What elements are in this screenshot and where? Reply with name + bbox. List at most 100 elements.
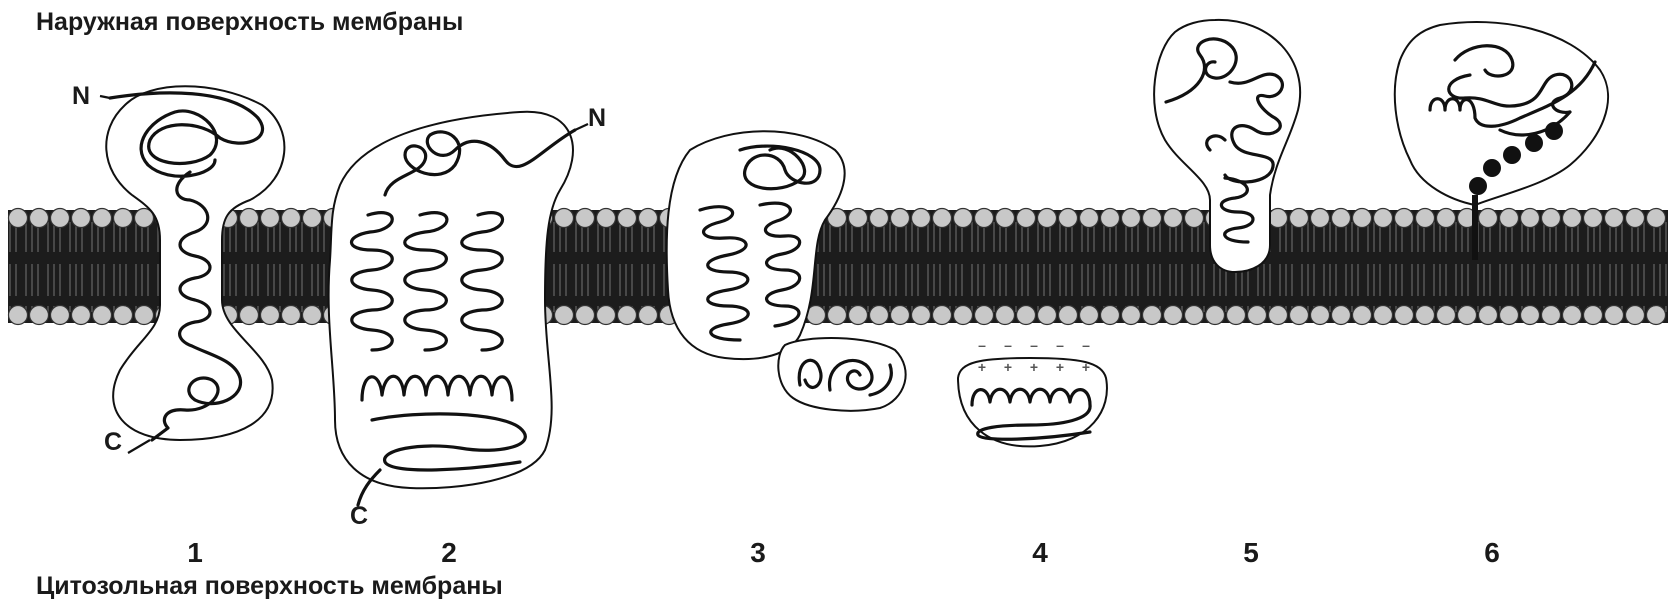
inner-lipid-head (1311, 306, 1330, 325)
inner-lipid-head (1206, 306, 1225, 325)
outer-lipid-head (975, 209, 994, 228)
outer-lipid-head (849, 209, 868, 228)
outer-lipid-head (282, 209, 301, 228)
inner-lipid-head (1164, 306, 1183, 325)
outer-lipid-head (261, 209, 280, 228)
inner-lipid-head (1374, 306, 1393, 325)
outer-lipid-head (1626, 209, 1645, 228)
inner-lipid-head (240, 306, 259, 325)
inner-lipid-head (1080, 306, 1099, 325)
inner-lipid-head (1269, 306, 1288, 325)
protein-3-number: 3 (750, 537, 766, 568)
inner-lipid-head (933, 306, 952, 325)
outer-lipid-head (933, 209, 952, 228)
inner-lipid-head (912, 306, 931, 325)
protein-1-n-terminus: N (72, 82, 90, 110)
protein-charge-1: + (978, 359, 986, 375)
inner-lipid-head (1626, 306, 1645, 325)
outer-lipid-head (870, 209, 889, 228)
membrane-charge-2: – (1004, 337, 1012, 353)
outer-lipid-head (912, 209, 931, 228)
outer-lipid-head (72, 209, 91, 228)
outer-lipid-head (1185, 209, 1204, 228)
outer-lipid-head (1311, 209, 1330, 228)
outer-lipid-head (1374, 209, 1393, 228)
outer-lipid-head (51, 209, 70, 228)
inner-lipid-head (72, 306, 91, 325)
inner-lipid-head (954, 306, 973, 325)
outer-lipid-head (1353, 209, 1372, 228)
inner-lipid-head (51, 306, 70, 325)
outer-lipid-head (1479, 209, 1498, 228)
inner-lipid-head (1290, 306, 1309, 325)
outer-lipid-head (1563, 209, 1582, 228)
inner-lipid-head (1395, 306, 1414, 325)
outer-lipid-head (1101, 209, 1120, 228)
inner-lipid-head (93, 306, 112, 325)
protein-5-number: 5 (1243, 537, 1259, 568)
inner-lipid-head (1143, 306, 1162, 325)
outer-lipid-head (1269, 209, 1288, 228)
outer-lipid-head (618, 209, 637, 228)
protein-charge-3: + (1030, 359, 1038, 375)
protein-2-c-terminus: C (350, 502, 368, 530)
inner-lipid-head (1122, 306, 1141, 325)
outer-lipid-head (303, 209, 322, 228)
outer-lipid-head (1605, 209, 1624, 228)
inner-lipid-head (996, 306, 1015, 325)
protein-charge-4: + (1056, 359, 1064, 375)
outer-lipid-head (1164, 209, 1183, 228)
inner-lipid-head (1500, 306, 1519, 325)
outer-lipid-head (114, 209, 133, 228)
outer-lipid-head (1437, 209, 1456, 228)
inner-lipid-head (261, 306, 280, 325)
outer-lipid-head (1080, 209, 1099, 228)
inner-lipid-head (1038, 306, 1057, 325)
outer-lipid-head (996, 209, 1015, 228)
outer-lipid-head (1584, 209, 1603, 228)
inner-lipid-head (1479, 306, 1498, 325)
inner-lipid-head (1437, 306, 1456, 325)
outer-lipid-head (639, 209, 658, 228)
outer-lipid-head (1038, 209, 1057, 228)
protein-4: – – – – – + + + + + (958, 337, 1107, 446)
inner-lipid-head (597, 306, 616, 325)
inner-lipid-head (30, 306, 49, 325)
membrane-charge-4: – (1056, 337, 1064, 353)
outer-lipid-head (1017, 209, 1036, 228)
inner-lipid-head (1563, 306, 1582, 325)
lipid-bilayer (8, 209, 1668, 325)
inner-lipid-head (282, 306, 301, 325)
anchor-bead-3 (1503, 146, 1521, 164)
inner-lipid-head (870, 306, 889, 325)
inner-lipid-head (849, 306, 868, 325)
inner-lipid-head (1248, 306, 1267, 325)
protein-charge-2: + (1004, 359, 1012, 375)
outer-lipid-head (1500, 209, 1519, 228)
outer-lipid-head (1143, 209, 1162, 228)
protein-2-n-terminus: N (588, 104, 606, 132)
outer-lipid-head (1059, 209, 1078, 228)
outer-lipid-head (30, 209, 49, 228)
membrane-charge-1: – (978, 337, 986, 353)
anchor-bead-1 (1545, 122, 1563, 140)
protein-2-n-line (575, 124, 588, 130)
inner-lipid-head (1542, 306, 1561, 325)
protein-2-number: 2 (441, 537, 457, 568)
outer-lipid-head (1521, 209, 1540, 228)
anchor-bead-2 (1525, 134, 1543, 152)
inner-lipid-head (1332, 306, 1351, 325)
outer-lipid-head (1647, 209, 1666, 228)
outer-lipid-head (597, 209, 616, 228)
inner-lipid-head (1458, 306, 1477, 325)
protein-6-number: 6 (1484, 537, 1500, 568)
inner-lipid-head (114, 306, 133, 325)
inner-lipid-head (1605, 306, 1624, 325)
inner-lipid-head (1584, 306, 1603, 325)
inner-lipid-head (1521, 306, 1540, 325)
protein-1-c-line (128, 440, 150, 453)
inner-lipid-head (1353, 306, 1372, 325)
outer-lipid-head (1290, 209, 1309, 228)
protein-3-peripheral-outline (778, 338, 905, 411)
outer-lipid-head (1332, 209, 1351, 228)
